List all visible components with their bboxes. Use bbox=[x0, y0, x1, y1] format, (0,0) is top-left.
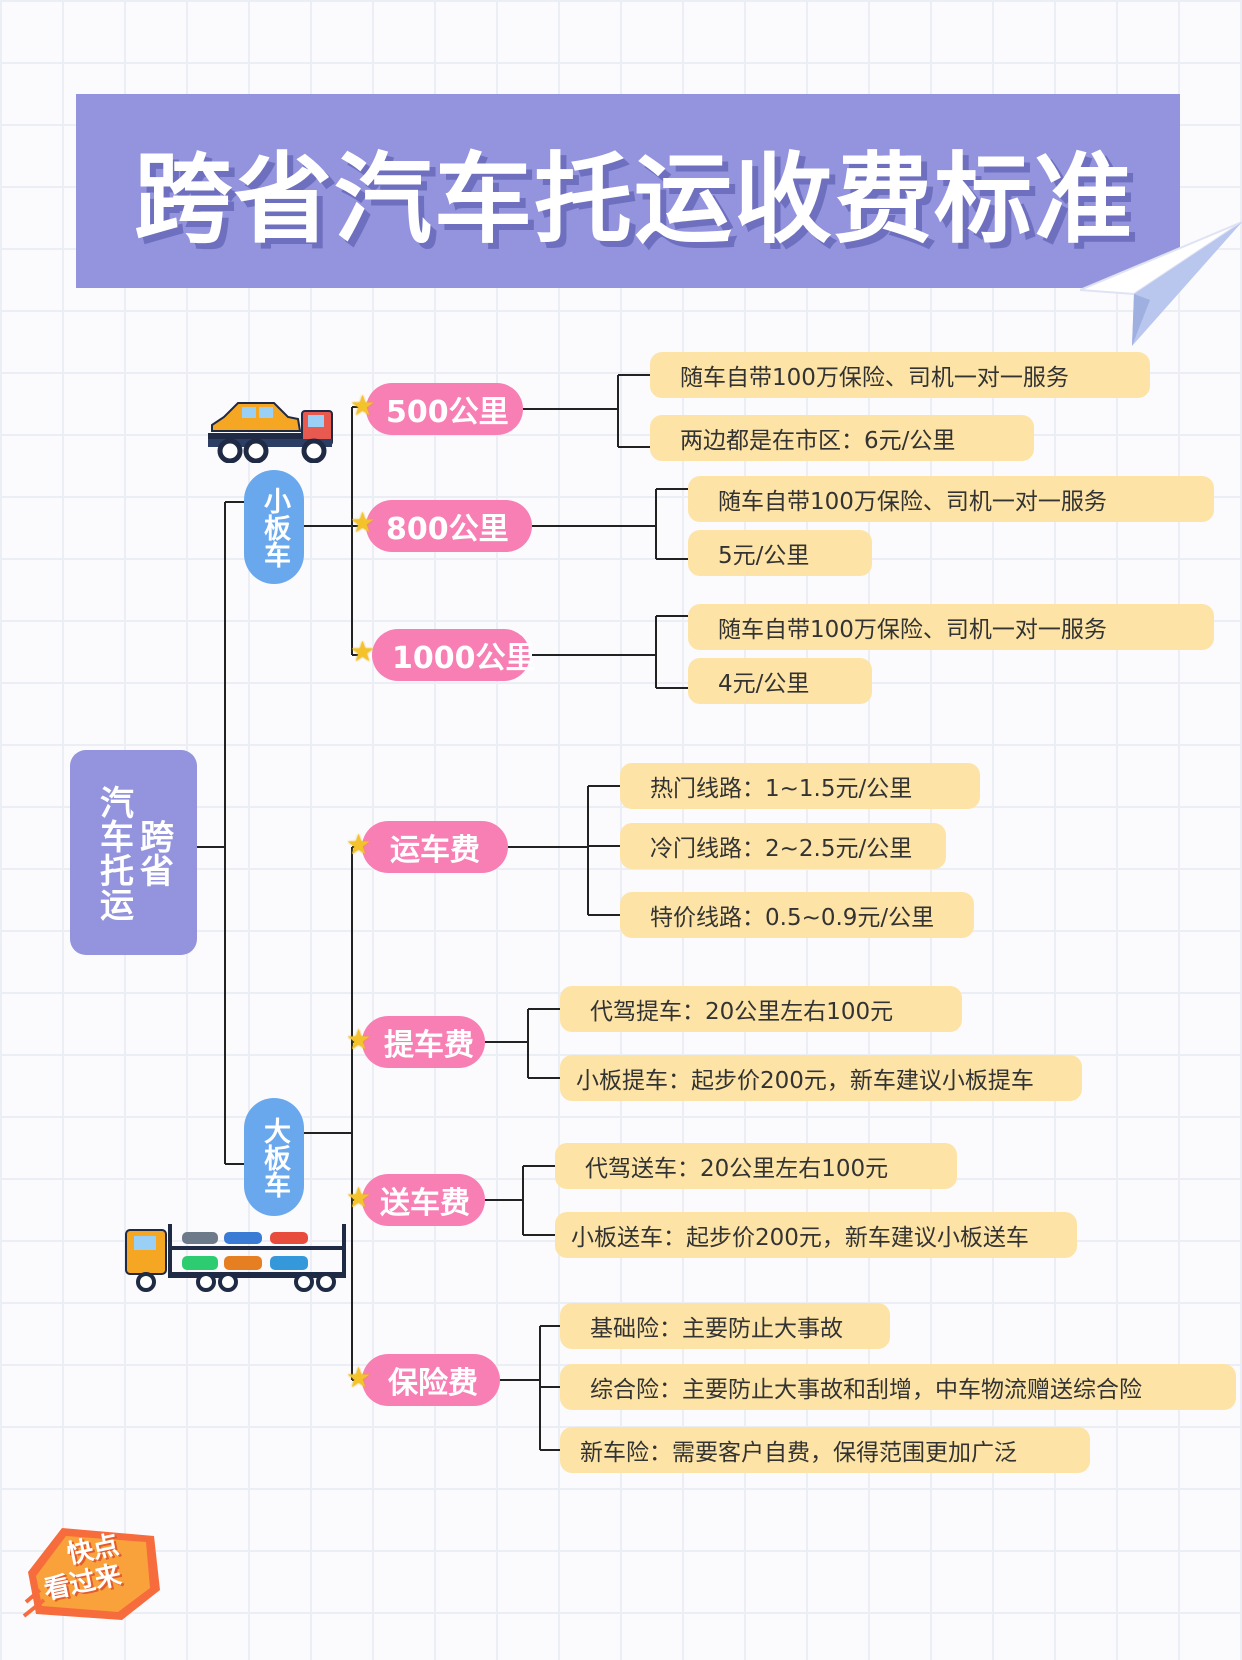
leaf-item: 新车险：需要客户自费，保得范围更加广泛 bbox=[560, 1427, 1090, 1473]
fee-node-shipping: 运车费 bbox=[362, 821, 508, 873]
leaf-item: 4元/公里 bbox=[688, 658, 872, 704]
leaf-item: 热门线路：1~1.5元/公里 bbox=[620, 763, 980, 809]
leaf-item: 5元/公里 bbox=[688, 530, 872, 576]
leaf-item: 小板提车：起步价200元，新车建议小板提车 bbox=[560, 1055, 1082, 1101]
distance-label: 1000公里 bbox=[392, 641, 536, 676]
distance-node-500: 500公里 bbox=[366, 383, 523, 435]
leaf-item: 随车自带100万保险、司机一对一服务 bbox=[650, 352, 1150, 398]
fee-label: 保险费 bbox=[388, 1366, 478, 1401]
star-icon: ★ bbox=[346, 828, 372, 861]
fee-node-delivery: 送车费 bbox=[362, 1174, 485, 1226]
leaf-item: 特价线路：0.5~0.9元/公里 bbox=[620, 892, 974, 938]
fee-label: 送车费 bbox=[380, 1186, 470, 1221]
page-title: 跨省汽车托运收费标准 bbox=[133, 143, 1134, 257]
leaf-item: 随车自带100万保险、司机一对一服务 bbox=[688, 476, 1214, 522]
root-node: 汽车托运 跨省 bbox=[70, 750, 197, 955]
branch-small-flatbed: 小板车 bbox=[244, 470, 304, 584]
leaf-item: 冷门线路：2~2.5元/公里 bbox=[620, 823, 946, 869]
root-label-sub: 跨省 bbox=[133, 818, 174, 887]
distance-label: 500公里 bbox=[386, 395, 509, 430]
leaf-item: 随车自带100万保险、司机一对一服务 bbox=[688, 604, 1214, 650]
branch-large-label: 大板车 bbox=[259, 1116, 290, 1198]
leaf-item: 综合险：主要防止大事故和刮增，中车物流赠送综合险 bbox=[560, 1364, 1236, 1410]
car-carrier-truck-icon bbox=[125, 1224, 346, 1292]
star-icon: ★ bbox=[350, 389, 376, 422]
star-icon: ★ bbox=[346, 1361, 372, 1394]
leaf-item: 代驾送车：20公里左右100元 bbox=[555, 1143, 957, 1189]
distance-node-800: 800公里 bbox=[366, 500, 532, 552]
tow-truck-icon bbox=[208, 402, 333, 463]
leaf-item: 两边都是在市区：6元/公里 bbox=[650, 415, 1034, 461]
star-icon: ★ bbox=[346, 1023, 372, 1056]
branch-large-flatbed: 大板车 bbox=[244, 1098, 304, 1216]
title-banner: 跨省汽车托运收费标准 bbox=[76, 94, 1180, 288]
star-icon: ★ bbox=[346, 1181, 372, 1214]
fee-node-pickup: 提车费 bbox=[362, 1016, 485, 1068]
branch-small-label: 小板车 bbox=[259, 486, 290, 568]
distance-label: 800公里 bbox=[386, 512, 509, 547]
leaf-item: 基础险：主要防止大事故 bbox=[560, 1303, 890, 1349]
look-here-badge: 快点 看过来 bbox=[22, 1520, 162, 1624]
paper-plane-icon bbox=[1080, 221, 1242, 346]
fee-node-insurance: 保险费 bbox=[362, 1354, 500, 1406]
star-icon: ★ bbox=[350, 635, 376, 668]
leaf-item: 代驾提车：20公里左右100元 bbox=[560, 986, 962, 1032]
fee-label: 提车费 bbox=[384, 1028, 474, 1063]
badge-burst-icon bbox=[22, 1528, 160, 1620]
leaf-item: 小板送车：起步价200元，新车建议小板送车 bbox=[555, 1212, 1077, 1258]
distance-node-1000: 1000公里 bbox=[372, 629, 536, 681]
star-icon: ★ bbox=[350, 506, 376, 539]
fee-label: 运车费 bbox=[390, 833, 480, 868]
root-label-main: 汽车托运 bbox=[93, 784, 134, 921]
